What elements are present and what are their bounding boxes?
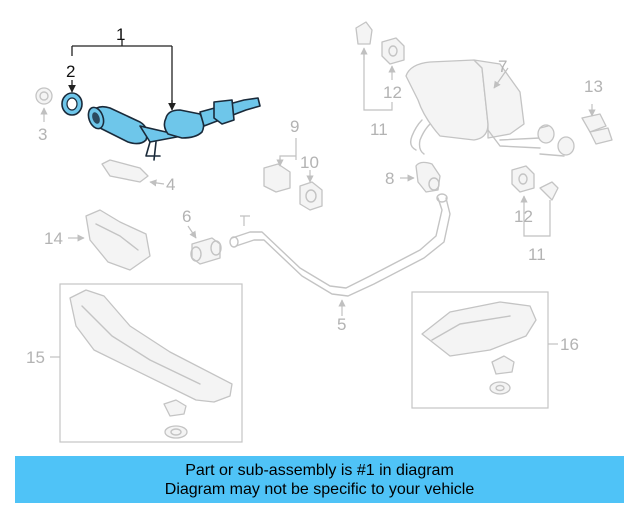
- hanger-bracket-part-11-top: [355, 21, 405, 65]
- callout-5-label: 5: [337, 315, 346, 334]
- callout-4-label: 4: [166, 175, 175, 194]
- heat-shield-part-15: [69, 289, 233, 439]
- info-banner: Part or sub-assembly is #1 in diagram Di…: [15, 456, 624, 503]
- heat-shield-bracket-part-4: [101, 159, 149, 183]
- callout-13-label: 13: [584, 77, 603, 96]
- part-15-box: [59, 283, 243, 443]
- part-16-box: [411, 291, 549, 409]
- callout-2-label: 2: [66, 62, 75, 81]
- callout-14-label: 14: [44, 229, 63, 248]
- gasket-part-2: [61, 92, 83, 116]
- callout-11-top-label: 11: [370, 120, 388, 139]
- callout-3-label: 3: [38, 125, 47, 144]
- hanger-part-9: [263, 163, 291, 193]
- rubber-mount-part-10: [299, 181, 323, 211]
- rear-muffler-part-7: [405, 59, 575, 157]
- pipe-connector-part-8: [415, 161, 441, 193]
- tailpipe-tips-part-13: [581, 113, 613, 145]
- catalytic-converter-part-1[interactable]: [86, 97, 261, 161]
- callout-16-label: 16: [560, 335, 579, 354]
- callout-8-label: 8: [385, 169, 394, 188]
- hanger-bracket-part-11-bottom: [511, 165, 559, 201]
- banner-line-1: Part or sub-assembly is #1 in diagram: [185, 462, 454, 479]
- clamp-part-6: [190, 237, 222, 265]
- callout-11-bottom-label: 11: [528, 245, 546, 264]
- intermediate-pipe-part-5: [231, 197, 443, 289]
- callout-1-label: 1: [116, 25, 125, 44]
- callout-1-bracket: [71, 40, 173, 108]
- callout-12-top-label: 12: [383, 83, 402, 102]
- callout-10-label: 10: [300, 153, 319, 172]
- callout-6-label: 6: [182, 207, 191, 226]
- banner-line-2: Diagram may not be specific to your vehi…: [164, 481, 475, 498]
- callout-15-label: 15: [26, 348, 45, 367]
- callout-9-label: 9: [290, 117, 299, 136]
- callout-7-label: 7: [498, 57, 507, 76]
- callout-12-bottom-label: 12: [514, 207, 533, 226]
- heat-shield-part-16: [421, 301, 537, 395]
- heat-shield-part-14: [85, 209, 151, 271]
- clamp-part-3: [35, 87, 53, 105]
